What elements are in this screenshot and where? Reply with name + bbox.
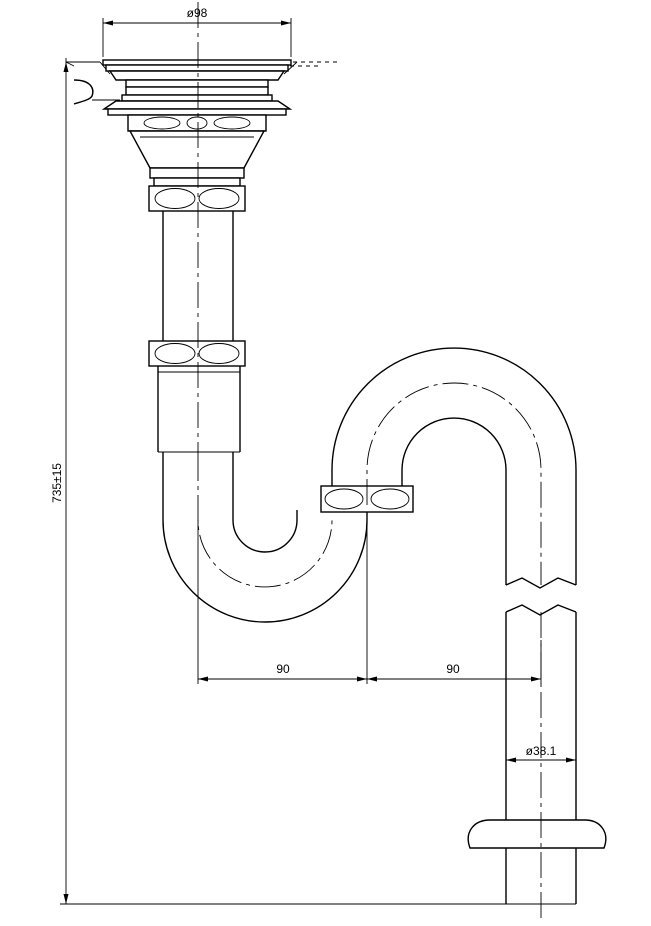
total-height-label: 735±15 [50,463,64,503]
slip-joint-sleeve [157,366,241,453]
dim-total-height: 735±15 [50,58,576,905]
dim-pipe-diameter: ø38.1 [506,744,576,763]
dim-offsets: 90 90 [197,512,542,684]
pipe-diameter-label: ø38.1 [526,744,557,758]
offset-left-label: 90 [276,662,290,676]
offset-right-label: 90 [446,662,460,676]
s-trap-pipe [162,347,577,904]
sink-surface [65,61,340,105]
drain-flange [101,59,293,187]
upper-union-nut [148,185,246,212]
middle-union-nut [148,340,246,367]
tailpiece-pipe [162,211,234,341]
flange-diameter-label: ø98 [187,6,208,20]
dim-flange-diameter: ø98 [102,6,292,57]
floor-flange [467,819,607,849]
